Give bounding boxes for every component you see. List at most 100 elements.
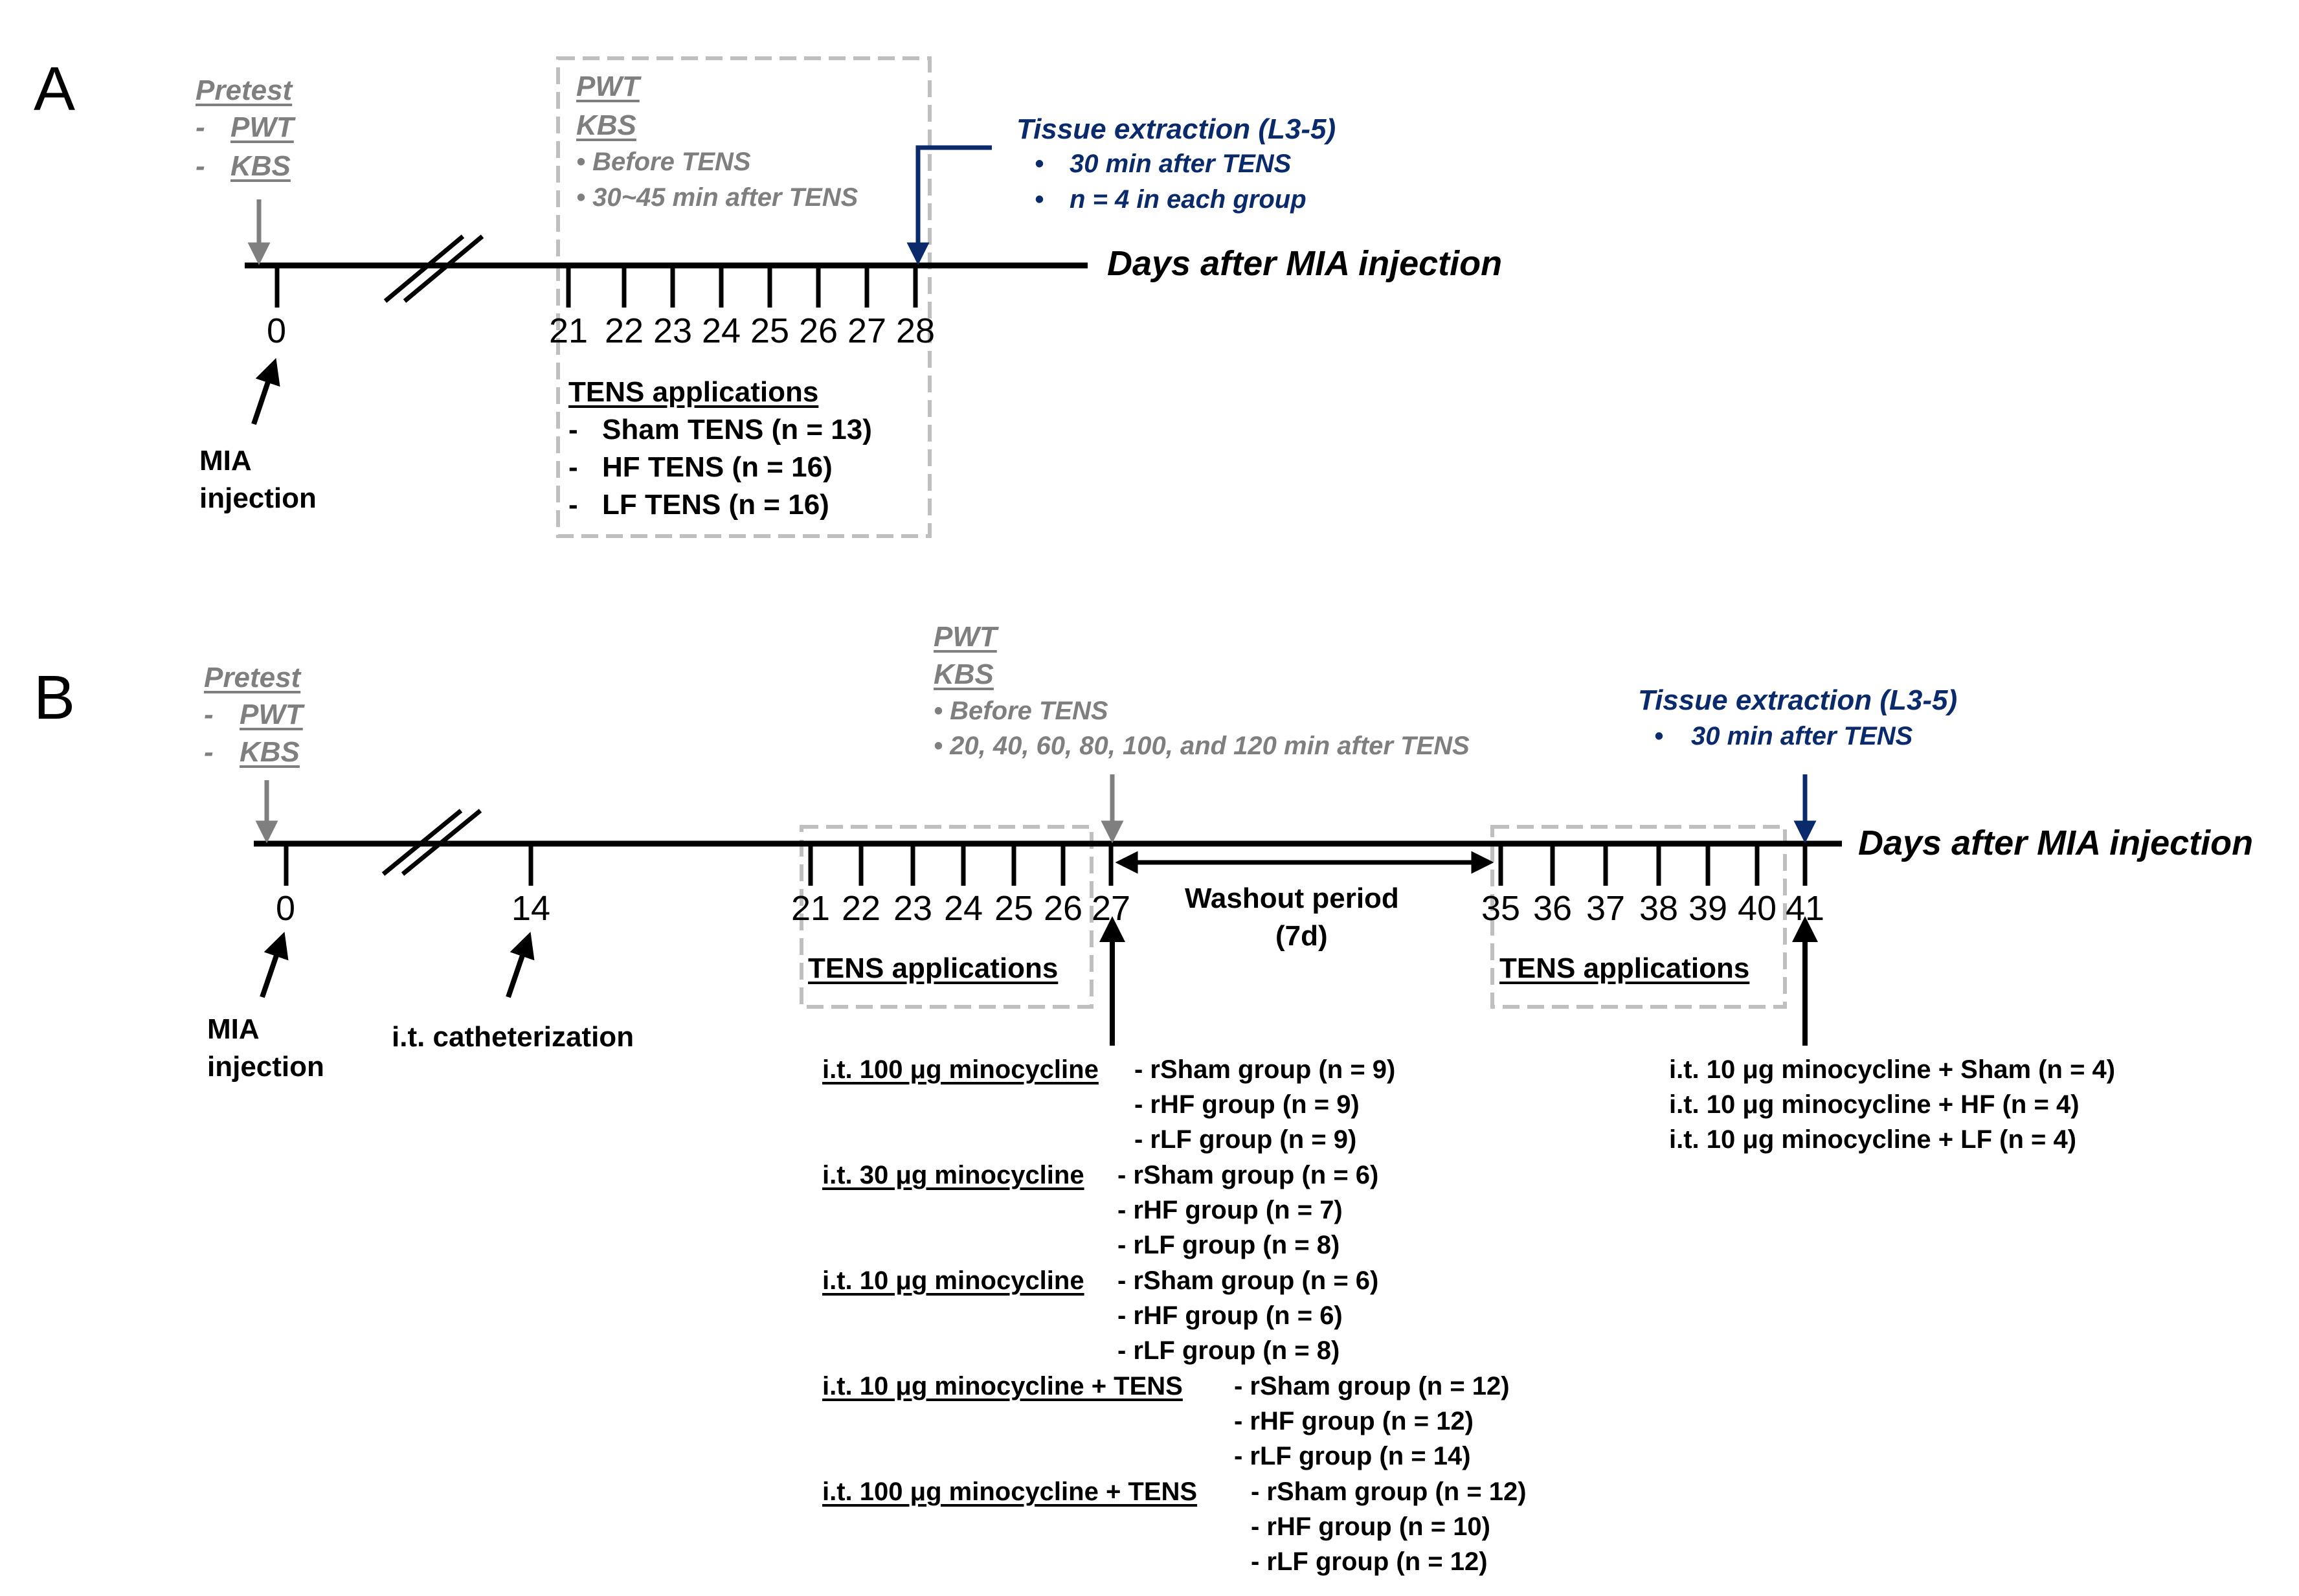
panel-b-tens-box-1-label: TENS applications (808, 952, 1059, 984)
group-5-item-1: - rSham group (n = 12) (1251, 1478, 1527, 1506)
panel-b-break-marks (381, 809, 482, 876)
panel-b-test-pwt: PWT (934, 621, 997, 653)
group-2-item-2: - rHF group (n = 7) (1117, 1196, 1343, 1224)
panel-b-pretest-kbs: KBS (240, 736, 300, 768)
panel-a-tens-dash-2: - (568, 451, 578, 483)
panel-a-pretest-pwt: PWT (230, 111, 294, 143)
panel-a-label: A (34, 54, 76, 124)
panel-a-tick-27: 27 (847, 311, 887, 350)
panel-a-tick-23: 23 (653, 311, 693, 350)
panel-a-tick-25: 25 (750, 311, 790, 350)
panel-b-test-kbs: KBS (934, 658, 994, 690)
panel-a-tissue-bullet-1: • (1035, 150, 1044, 178)
panel-b-pretest-dash-1: - (204, 699, 214, 730)
panel-b-tens-box-1 (800, 825, 1093, 1009)
group-4-title: i.t. 10 μg minocycline + TENS (822, 1372, 1183, 1400)
panel-b-test-after: • 20, 40, 60, 80, 100, and 120 min after… (934, 732, 1470, 760)
panel-b-tick-27: 27 (1092, 889, 1131, 928)
group-5-item-2: - rHF group (n = 10) (1251, 1512, 1490, 1541)
panel-b-tick-26: 26 (1044, 889, 1083, 928)
panel-b-tick-37: 37 (1586, 889, 1626, 928)
group-5-title: i.t. 100 μg minocycline + TENS (822, 1478, 1198, 1506)
panel-b-tick-0: 0 (276, 889, 296, 928)
panel-a-tens-hf: HF TENS (n = 16) (602, 451, 833, 483)
panel-b-tick-41: 41 (1786, 889, 1825, 928)
panel-a-tens-title: TENS applications (568, 376, 819, 408)
panel-b-pretest-title: Pretest (204, 662, 301, 693)
panel-b-tissue-item: 30 min after TENS (1691, 722, 1913, 750)
panel-a-tissue-arrow (906, 145, 992, 265)
panel-a-graphics (245, 56, 1088, 538)
panel-b-graphics (254, 774, 1842, 1046)
panel-b-catheter-arrow (506, 932, 535, 998)
panel-a-tissue-bullet-2: • (1035, 185, 1044, 214)
panel-b-tissue-bullet: • (1654, 722, 1664, 750)
group-5-item-3: - rLF group (n = 12) (1251, 1547, 1488, 1576)
panel-b-tick-35: 35 (1481, 889, 1521, 928)
panel-a-tissue-title: Tissue extraction (L3-5) (1016, 113, 1336, 145)
panel-a-test-box (556, 56, 932, 538)
panel-b-washout-line-2: (7d) (1275, 920, 1328, 952)
right-group-lf: i.t. 10 μg minocycline + LF (n = 4) (1669, 1125, 2077, 1154)
panel-a-pretest-dash-2: - (196, 150, 205, 182)
panel-b-tick-23: 23 (893, 889, 933, 928)
panel-a-mia-line-2: injection (199, 482, 317, 514)
panel-b-ticks (284, 844, 1808, 886)
panel-b-test-before: • Before TENS (934, 697, 1108, 725)
panel-b-pretest-dash-2: - (204, 736, 214, 768)
panel-a-tick-21: 21 (549, 311, 589, 350)
panel-a-tick-22: 22 (605, 311, 644, 350)
panel-a-tick-28: 28 (896, 311, 936, 350)
panel-b-tens-box-2-label: TENS applications (1499, 952, 1750, 984)
panel-b-tick-25: 25 (994, 889, 1034, 928)
panel-a-test-kbs: KBS (576, 109, 636, 141)
panel-a-tissue-item-1: 30 min after TENS (1070, 150, 1292, 178)
panel-b-mia-arrow (260, 932, 289, 998)
panel-b-axis-label: Days after MIA injection (1858, 824, 2254, 862)
panel-a-ticks (275, 265, 918, 308)
panel-a-tissue-item-2: n = 4 in each group (1070, 185, 1307, 214)
panel-b-label: B (34, 663, 76, 732)
group-3-item-1: - rSham group (n = 6) (1117, 1266, 1379, 1295)
panel-b-tick-36: 36 (1533, 889, 1573, 928)
group-3-item-3: - rLF group (n = 8) (1117, 1336, 1340, 1365)
group-1-item-2: - rHF group (n = 9) (1134, 1090, 1360, 1119)
group-2-item-3: - rLF group (n = 8) (1117, 1231, 1340, 1259)
group-1-item-1: - rSham group (n = 9) (1134, 1055, 1396, 1084)
panel-a-pretest-dash-1: - (196, 111, 205, 143)
panel-a-tens-dash-1: - (568, 414, 578, 445)
panel-b-tissue-title: Tissue extraction (L3-5) (1638, 684, 1958, 716)
panel-a-tens-sham: Sham TENS (n = 13) (602, 414, 872, 445)
right-group-hf: i.t. 10 μg minocycline + HF (n = 4) (1669, 1090, 2080, 1119)
panel-b-tick-14: 14 (511, 889, 551, 928)
group-1-title: i.t. 100 μg minocycline (822, 1055, 1099, 1084)
panel-b-washout-line-1: Washout period (1185, 882, 1399, 914)
panel-a-axis-label: Days after MIA injection (1107, 244, 1503, 283)
panel-b-catheter-label: i.t. catheterization (392, 1021, 634, 1053)
panel-b-tick-24: 24 (944, 889, 983, 928)
panel-b-tick-22: 22 (842, 889, 881, 928)
panel-a-test-before: • Before TENS (576, 148, 751, 176)
panel-b-tick-40: 40 (1738, 889, 1777, 928)
group-2-title: i.t. 30 μg minocycline (822, 1161, 1084, 1189)
panel-a-mia-line-1: MIA (199, 445, 252, 477)
group-3-item-2: - rHF group (n = 6) (1117, 1301, 1343, 1330)
panel-a-tens-lf: LF TENS (n = 16) (602, 489, 829, 521)
panel-a-tick-24: 24 (702, 311, 741, 350)
panel-a-tick-26: 26 (799, 311, 838, 350)
panel-b-tick-38: 38 (1639, 889, 1679, 928)
panel-a-pretest-title: Pretest (196, 74, 293, 106)
group-4-item-2: - rHF group (n = 12) (1234, 1407, 1474, 1435)
panel-a-break-marks (383, 234, 484, 303)
panel-b-tick-21: 21 (791, 889, 831, 928)
group-4-item-1: - rSham group (n = 12) (1234, 1372, 1510, 1400)
panel-b-mia-line-2: injection (207, 1051, 324, 1083)
panel-a-tens-dash-3: - (568, 489, 578, 521)
panel-b-tick-39: 39 (1688, 889, 1728, 928)
panel-a-tick-0: 0 (267, 311, 287, 350)
panel-a-pretest-kbs: KBS (230, 150, 291, 182)
panel-a-mia-arrow (251, 358, 280, 425)
group-2-item-1: - rSham group (n = 6) (1117, 1161, 1379, 1189)
panel-b-pretest-pwt: PWT (240, 699, 303, 730)
